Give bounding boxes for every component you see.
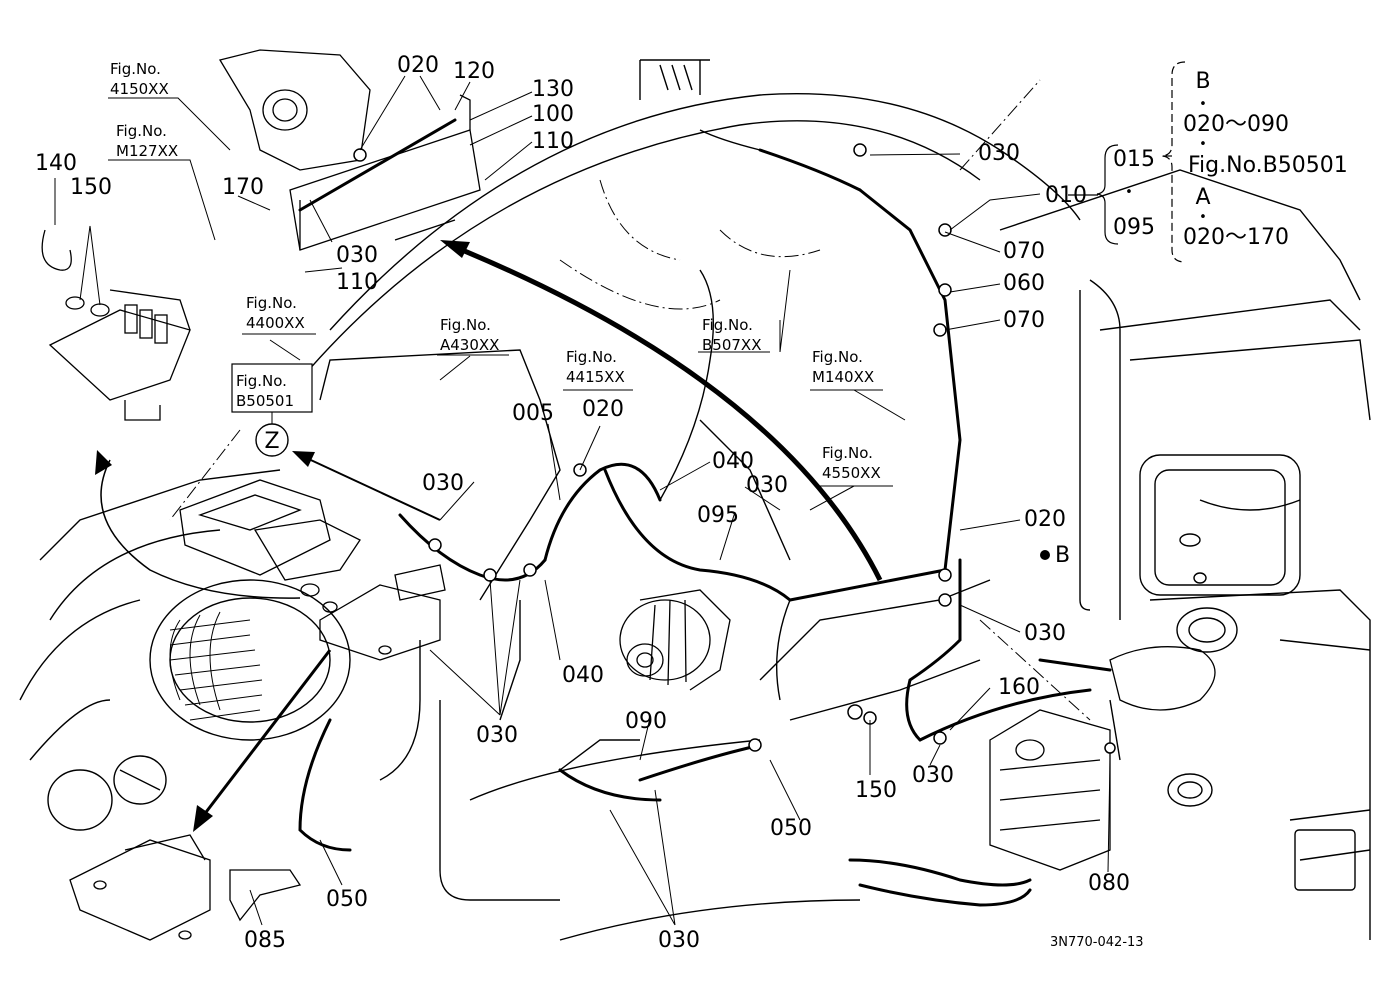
part-number-030: 030 <box>422 471 464 496</box>
fig-ref-number: B507XX <box>702 336 761 354</box>
fig-ref-title: Fig.No. <box>812 348 863 366</box>
part-number-030: 030 <box>658 928 700 953</box>
fig-ref-4150XX: Fig.No. 4150XX <box>110 60 169 98</box>
view-z-letter: Z <box>264 429 279 454</box>
legend-b-range: 020～090 <box>1183 112 1289 137</box>
fig-ref-M140XX: Fig.No. M140XX <box>812 348 874 386</box>
thin-wires <box>379 129 1121 781</box>
part-number-030: 030 <box>476 723 518 748</box>
ecu-module <box>179 479 361 613</box>
part-number-095: 095 <box>697 503 739 528</box>
fig-ref-number: A430XX <box>440 336 499 354</box>
part-number-150: 150 <box>70 175 112 200</box>
fig-ref-title: Fig.No. <box>110 60 161 78</box>
fig-ref-title: Fig.No. <box>116 122 167 140</box>
part-number-005: 005 <box>512 401 554 426</box>
part-number-020: 020 <box>397 53 439 78</box>
fig-ref-number: M127XX <box>116 142 178 160</box>
part-number-060: 060 <box>1003 271 1045 296</box>
part-number-030: 030 <box>912 763 954 788</box>
drawing-code: 3N770-042-13 <box>1050 935 1144 950</box>
part-number-090: 090 <box>625 709 667 734</box>
fig-ref-number: 4415XX <box>566 368 625 386</box>
legend: B • 020～090 • Fig.No.B50501 A • 020～170 … <box>1125 69 1348 250</box>
footplate-bracket <box>41 229 191 421</box>
fig-ref-number: M140XX <box>812 368 874 386</box>
fig-ref-number: 4550XX <box>822 464 881 482</box>
legend-dot: • <box>1199 210 1207 225</box>
part-number-160: 160 <box>998 675 1040 700</box>
part-number-070: 070 <box>1003 308 1045 333</box>
fig-ref-underlines <box>108 97 893 487</box>
fig-ref-title: Fig.No. <box>822 444 873 462</box>
legend-dot: • <box>1199 137 1207 152</box>
top-bracket <box>218 49 481 251</box>
part-number-010: 010 <box>1045 183 1087 208</box>
part-number-150: 150 <box>855 778 897 803</box>
fig-ref-number: B50501 <box>236 392 294 410</box>
part-number-020: 020 <box>582 397 624 422</box>
fig-ref-title: Fig.No. <box>236 372 287 390</box>
reference-lines <box>169 79 1091 721</box>
part-number-050: 050 <box>326 887 368 912</box>
part-number-080: 080 <box>1088 871 1130 896</box>
radiator-fins <box>169 611 263 721</box>
arrow-heads <box>95 240 470 832</box>
fig-ref-4415XX: Fig.No. 4415XX <box>566 348 625 386</box>
legend-b-fig: Fig.No.B50501 <box>1188 153 1348 178</box>
fig-ref-number: 4400XX <box>246 314 305 332</box>
valve-block <box>989 646 1216 871</box>
part-number-030: 030 <box>336 243 378 268</box>
fig-ref-title: Fig.No. <box>440 316 491 334</box>
fig-ref-B507XX: Fig.No. B507XX <box>702 316 761 354</box>
fig-ref-A430XX: Fig.No. A430XX <box>440 316 499 354</box>
part-number-140: 140 <box>35 151 77 176</box>
part-number-030: 030 <box>1024 621 1066 646</box>
legend-a-letter: A <box>1195 185 1210 210</box>
fig-ref-number: 4150XX <box>110 80 169 98</box>
view-b-letter: B <box>1055 543 1070 568</box>
view-b-dot <box>1040 550 1050 560</box>
fig-ref-4550XX: Fig.No. 4550XX <box>822 444 881 482</box>
part-number-110: 110 <box>336 270 378 295</box>
part-number-170: 170 <box>222 175 264 200</box>
part-number-015: 015 <box>1113 147 1155 172</box>
fig-ref-title: Fig.No. <box>566 348 617 366</box>
part-number-095: 095 <box>1113 215 1155 240</box>
machine-outline <box>19 59 1371 941</box>
alternator <box>619 589 731 691</box>
part-number-030: 030 <box>978 141 1020 166</box>
fig-ref-M127XX: Fig.No. M127XX <box>116 122 178 160</box>
fig-ref-box <box>231 363 313 413</box>
part-number-120: 120 <box>453 59 495 84</box>
part-number-030: 030 <box>746 473 788 498</box>
fig-ref-title: Fig.No. <box>246 294 297 312</box>
part-number-110: 110 <box>532 129 574 154</box>
legend-dot: • <box>1199 97 1207 112</box>
part-number-130: 130 <box>532 77 574 102</box>
motion-arrows <box>100 242 883 821</box>
fig-ref-title: Fig.No. <box>702 316 753 334</box>
legend-brackets <box>1068 61 1186 263</box>
relay-box <box>319 564 446 661</box>
part-number-050: 050 <box>770 816 812 841</box>
part-number-040: 040 <box>562 663 604 688</box>
part-number-085: 085 <box>244 928 286 953</box>
lower-left-module <box>69 834 302 941</box>
fig-ref-4400XX: Fig.No. 4400XX <box>246 294 305 332</box>
legend-dot: • <box>1125 185 1133 200</box>
legend-b-letter: B <box>1195 69 1210 94</box>
part-number-040: 040 <box>712 449 754 474</box>
legend-a-range: 020～170 <box>1183 225 1289 250</box>
wire-harness <box>298 118 1112 907</box>
part-number-100: 100 <box>532 102 574 127</box>
part-number-020: 020 <box>1024 507 1066 532</box>
fig-ref-B50501: Fig.No. B50501 <box>236 372 294 410</box>
part-number-070: 070 <box>1003 239 1045 264</box>
